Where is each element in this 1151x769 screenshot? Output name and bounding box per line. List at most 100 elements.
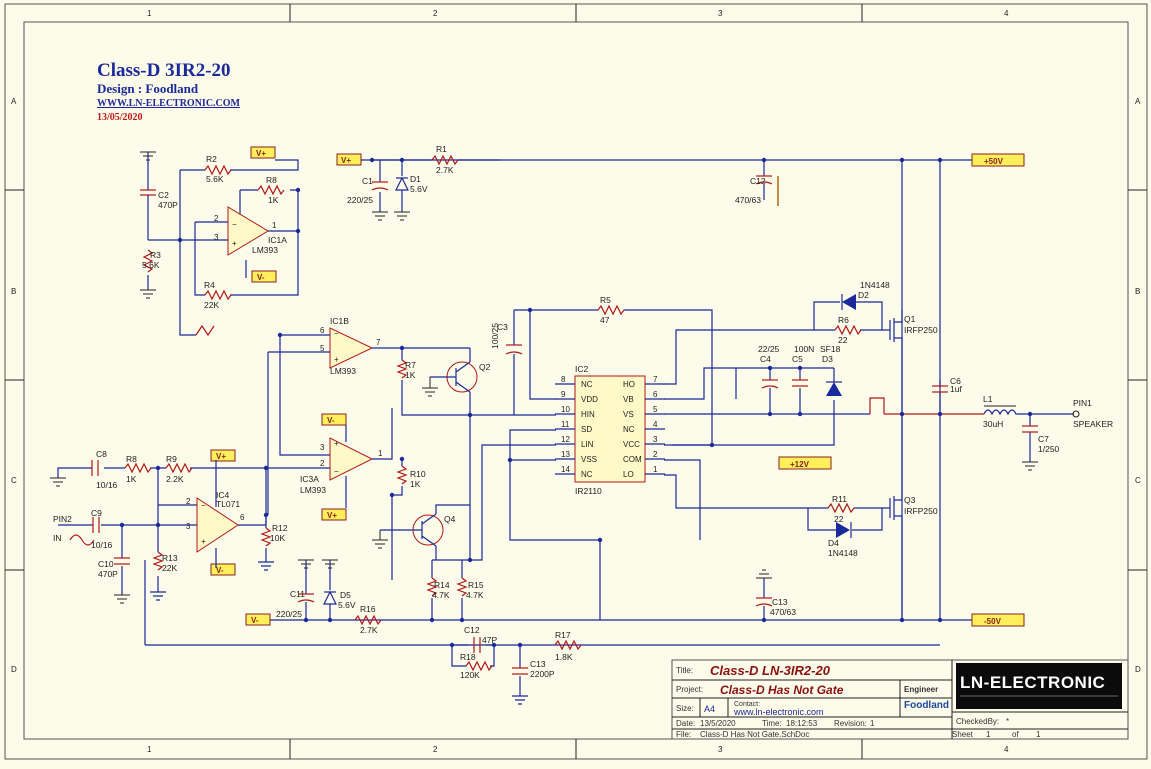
svg-text:IC4: IC4 — [216, 490, 230, 500]
svg-text:C4: C4 — [760, 354, 771, 364]
svg-text:4.7K: 4.7K — [466, 590, 484, 600]
svg-text:30uH: 30uH — [983, 419, 1003, 429]
svg-text:470/63: 470/63 — [735, 195, 761, 205]
port-vminus-ic4: V- — [210, 563, 236, 576]
svg-text:LM393: LM393 — [330, 366, 356, 376]
svg-text:2.7K: 2.7K — [436, 165, 454, 175]
port-vplus-c1: V+ — [336, 153, 362, 166]
row-label-c-left: C — [11, 476, 17, 485]
svg-text:R13: R13 — [162, 553, 178, 563]
port-vplus-ic4: V+ — [210, 449, 236, 462]
svg-text:1: 1 — [378, 449, 383, 458]
svg-text:10/16: 10/16 — [96, 480, 118, 490]
svg-text:−: − — [334, 329, 339, 338]
ic2-pin-number: 5 — [653, 405, 658, 414]
ic2-pin-name: HO — [623, 380, 635, 389]
svg-text:C11: C11 — [290, 589, 305, 599]
svg-text:1K: 1K — [410, 479, 421, 489]
port-vplus-ic3a: V+ — [321, 508, 347, 521]
svg-text:+12V: +12V — [790, 460, 810, 469]
svg-text:4.7K: 4.7K — [432, 590, 450, 600]
svg-text:5.6V: 5.6V — [410, 184, 428, 194]
svg-text:LM393: LM393 — [252, 245, 278, 255]
col-label-2-top: 2 — [433, 9, 438, 18]
row-label-b-right: B — [1135, 287, 1140, 296]
svg-text:C3: C3 — [497, 322, 508, 332]
row-label-d-left: D — [11, 665, 17, 674]
ic2-pin-number: 14 — [561, 465, 570, 474]
svg-text:3: 3 — [320, 443, 325, 452]
svg-text:22K: 22K — [162, 563, 177, 573]
svg-text:R1: R1 — [436, 144, 447, 154]
ic2-pin-number: 11 — [561, 420, 570, 429]
svg-text:R8: R8 — [266, 175, 277, 185]
date-value: 13/5/2020 — [700, 719, 736, 728]
row-label-d-right: D — [1135, 665, 1141, 674]
ic2-ir2110: IC2 IR2110 — [574, 364, 646, 496]
svg-text:1K: 1K — [268, 195, 279, 205]
ic2-pin-number: 3 — [653, 435, 658, 444]
svg-text:C9: C9 — [91, 508, 102, 518]
svg-text:Q1: Q1 — [904, 314, 916, 324]
time-label: Time: — [762, 719, 782, 728]
ic2-pin-number: 13 — [561, 450, 570, 459]
svg-text:2.2K: 2.2K — [166, 474, 184, 484]
svg-text:C13: C13 — [772, 597, 788, 607]
ic2-pin-number: 4 — [653, 420, 658, 429]
svg-text:R5: R5 — [600, 295, 611, 305]
svg-text:7: 7 — [376, 338, 381, 347]
svg-text:PIN2: PIN2 — [53, 514, 72, 524]
svg-text:V-: V- — [251, 616, 259, 625]
svg-text:IRFP250: IRFP250 — [904, 325, 938, 335]
col-label-3-bottom: 3 — [718, 745, 723, 754]
svg-text:5.6V: 5.6V — [338, 600, 356, 610]
svg-text:R3: R3 — [150, 250, 161, 260]
svg-text:120K: 120K — [460, 670, 480, 680]
svg-text:470P: 470P — [98, 569, 118, 579]
svg-text:1N4148: 1N4148 — [860, 280, 890, 290]
design-date: 13/05/2020 — [97, 112, 143, 123]
svg-text:V-: V- — [216, 566, 224, 575]
engineer-value: Foodland — [904, 700, 949, 711]
svg-text:470/63: 470/63 — [770, 607, 796, 617]
ic2-pin-name: NC — [623, 425, 635, 434]
svg-text:22/25: 22/25 — [758, 344, 780, 354]
date-label: Date: — [676, 719, 695, 728]
svg-text:V+: V+ — [216, 452, 226, 461]
svg-text:1: 1 — [272, 221, 277, 230]
ic2-pin-number: 12 — [561, 435, 570, 444]
svg-text:2: 2 — [186, 497, 191, 506]
ic2-pin-number: 10 — [561, 405, 570, 414]
ic2-pin-number: 6 — [653, 390, 658, 399]
revision-value: 1 — [870, 719, 875, 728]
ic2-pin-number: 8 — [561, 375, 566, 384]
ic2-pin-name: HIN — [581, 410, 595, 419]
revision-label: Revision: — [834, 719, 867, 728]
of-label: of — [1012, 730, 1019, 739]
ic2-output-wiring — [664, 329, 870, 540]
port-vminus-ic1a: V- — [251, 270, 277, 283]
svg-text:2: 2 — [320, 459, 325, 468]
svg-text:V+: V+ — [341, 156, 351, 165]
svg-text:IRFP250: IRFP250 — [904, 506, 938, 516]
svg-text:3: 3 — [186, 522, 191, 531]
svg-text:22: 22 — [838, 335, 848, 345]
svg-text:R12: R12 — [272, 523, 288, 533]
svg-text:1N4148: 1N4148 — [828, 548, 858, 558]
size-label: Size: — [676, 704, 694, 713]
svg-text:−: − — [232, 220, 237, 229]
svg-text:1K: 1K — [405, 370, 416, 380]
port-plus50v: +50V — [971, 153, 1025, 167]
svg-text:470P: 470P — [158, 200, 178, 210]
checked-label: CheckedBy: — [956, 717, 999, 726]
svg-text:R8: R8 — [126, 454, 137, 464]
svg-text:22: 22 — [834, 514, 844, 524]
